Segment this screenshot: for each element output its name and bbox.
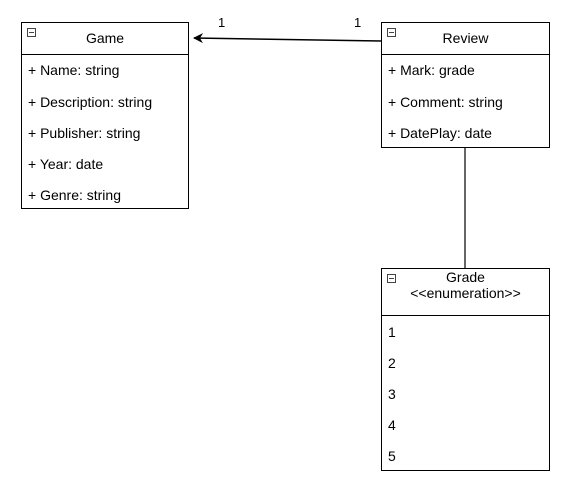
attribute-review-mark: + Mark: grade: [388, 62, 475, 78]
enum-value: 3: [388, 386, 396, 402]
attribute-review-dateplay: + DatePlay: date: [388, 125, 492, 141]
collapse-icon[interactable]: [27, 28, 36, 37]
enum-grade-stereotype: <<enumeration>>: [410, 285, 521, 301]
attribute-game-description: + Description: string: [28, 94, 153, 110]
class-game-name: Game: [85, 30, 125, 46]
attribute-game-name: + Name: string: [28, 62, 120, 78]
attribute-game-genre: + Genre: string: [28, 187, 121, 203]
class-review-header: Review: [382, 23, 549, 55]
class-game[interactable]: Game + Name: string + Description: strin…: [21, 22, 189, 209]
multiplicity-review-end: 1: [354, 15, 362, 30]
class-review-name: Review: [442, 30, 489, 46]
attribute-game-publisher: + Publisher: string: [28, 125, 141, 141]
multiplicity-game-end: 1: [218, 15, 226, 30]
class-game-header: Game: [22, 23, 188, 55]
collapse-icon[interactable]: [387, 28, 396, 37]
class-review[interactable]: Review + Mark: grade + Comment: string +…: [381, 22, 550, 148]
collapse-icon[interactable]: [387, 274, 396, 283]
association-review-game[interactable]: [193, 33, 382, 44]
enum-grade-header: Grade <<enumeration>>: [382, 269, 549, 316]
enum-value: 4: [388, 417, 396, 433]
enum-value: 2: [388, 355, 396, 371]
enum-grade[interactable]: Grade <<enumeration>> 1 2 3 4 5: [381, 268, 550, 471]
attribute-review-comment: + Comment: string: [388, 94, 503, 110]
attribute-game-year: + Year: date: [28, 156, 104, 172]
enum-value: 5: [388, 448, 396, 464]
enum-value: 1: [388, 324, 396, 340]
enum-grade-name: Grade: [446, 269, 485, 285]
